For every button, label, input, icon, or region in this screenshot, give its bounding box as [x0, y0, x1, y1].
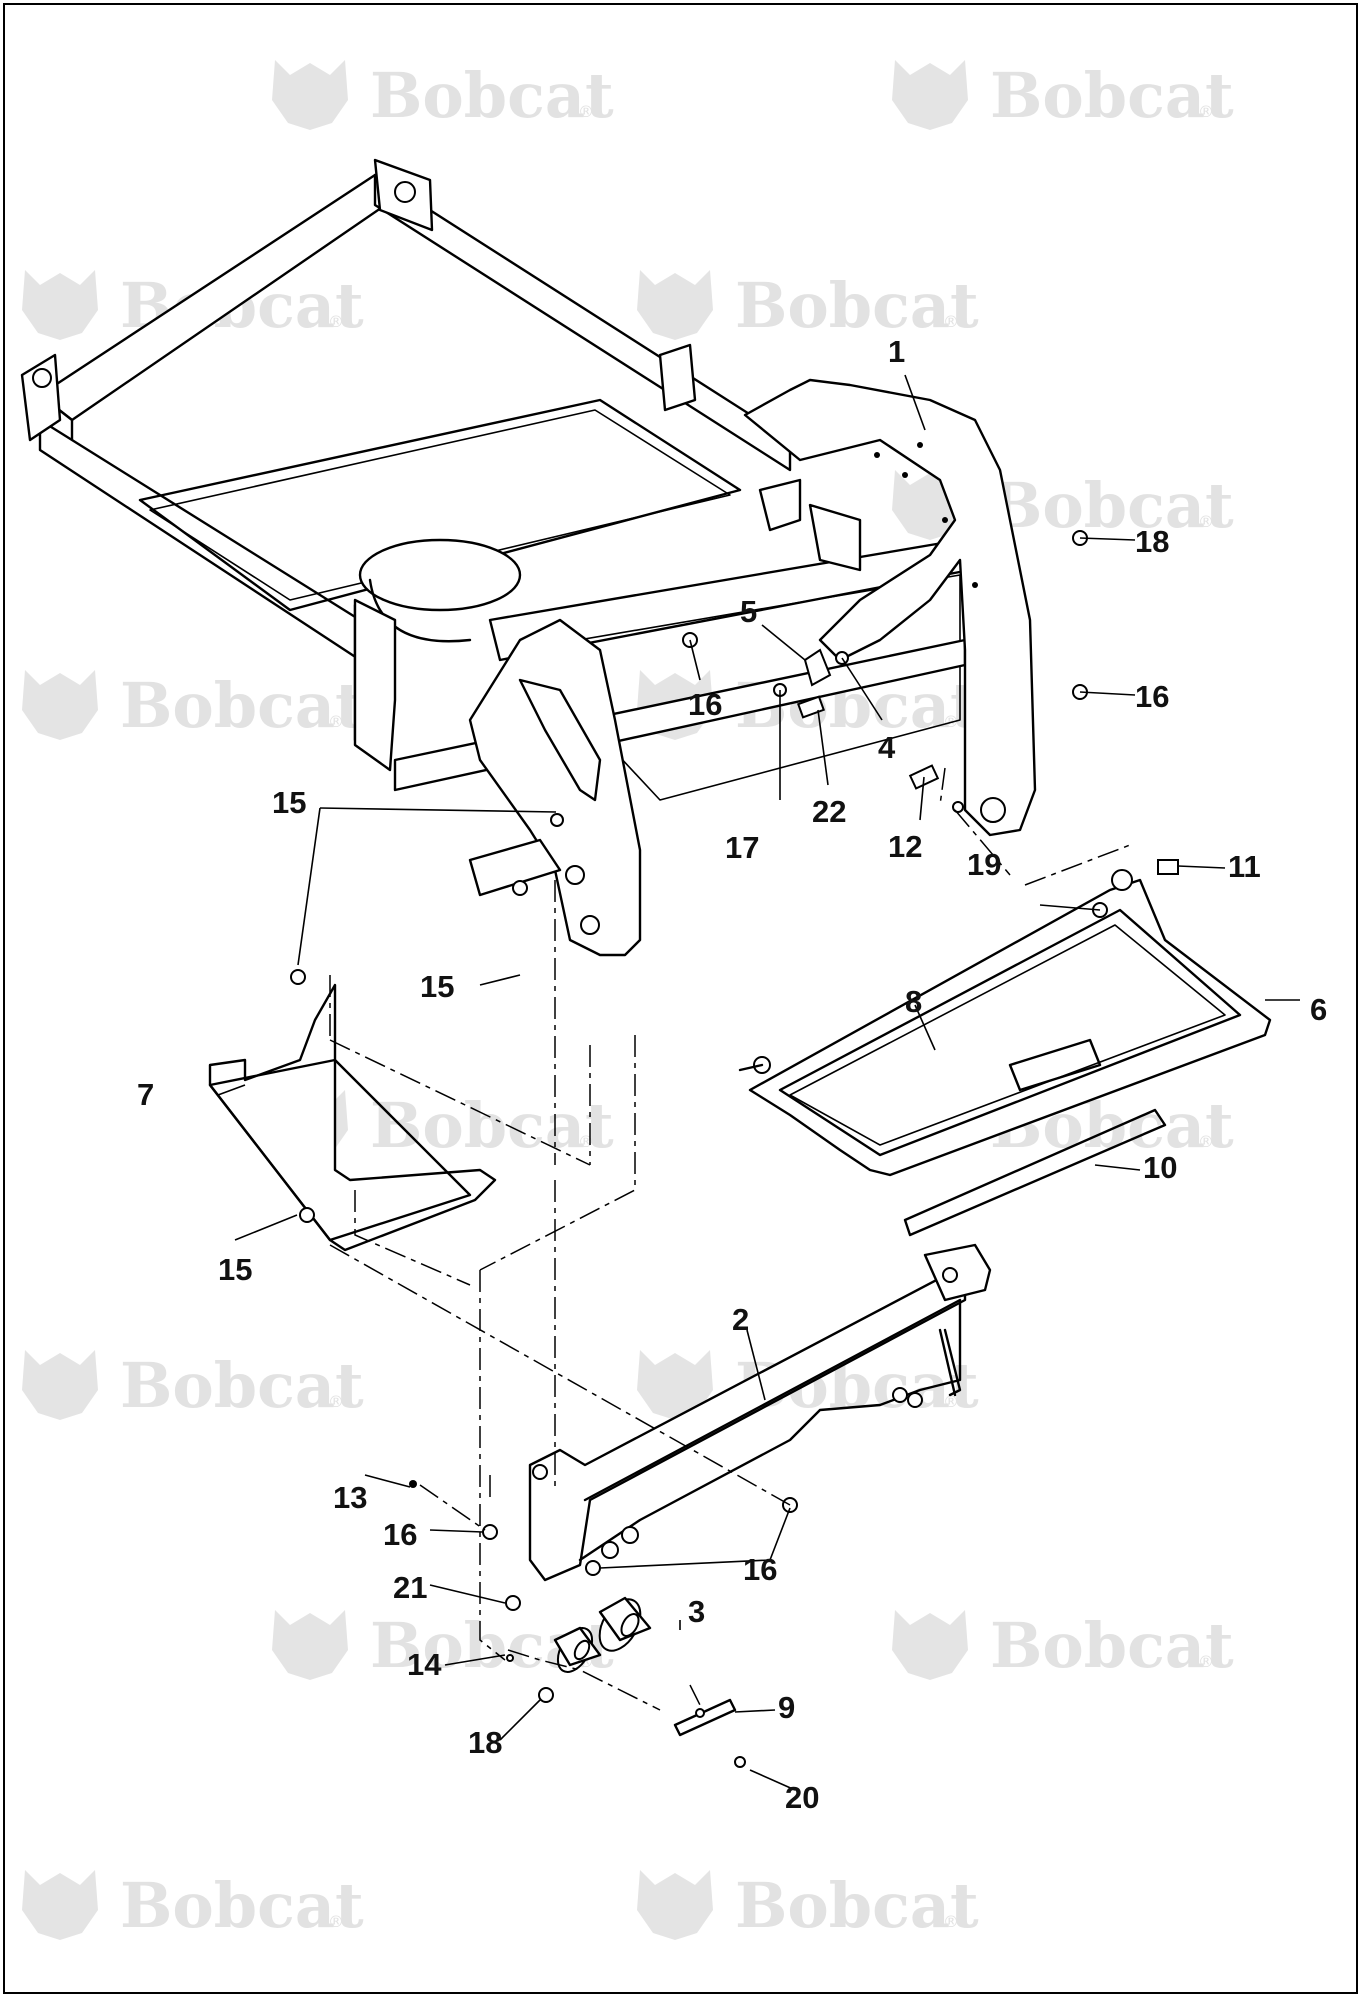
watermark-registered-mark: ®	[943, 1392, 959, 1411]
watermark-brand-text: Bobcat	[990, 469, 1234, 542]
watermark-registered-mark: ®	[578, 102, 594, 121]
callout-5: 5	[740, 594, 757, 629]
callout-14: 14	[407, 1647, 442, 1682]
callout-6: 6	[1310, 992, 1327, 1027]
axle-support-2	[528, 1243, 992, 1582]
watermark-logo: Bobcat®	[892, 1609, 1234, 1682]
callout-2: 2	[732, 1302, 749, 1337]
callout-10: 10	[1143, 1150, 1177, 1185]
watermark-brand-text: Bobcat	[735, 269, 979, 342]
callout-20: 20	[785, 1780, 819, 1815]
callout-7: 7	[137, 1077, 154, 1112]
callout-13: 13	[333, 1480, 367, 1515]
watermark-logo: Bobcat®	[22, 669, 364, 742]
diagram-frame	[3, 3, 1358, 1994]
watermark-brand-text: Bobcat	[990, 1609, 1234, 1682]
watermark-registered-mark: ®	[328, 1392, 344, 1411]
pad-10	[903, 1108, 1167, 1237]
watermark-registered-mark: ®	[328, 1912, 344, 1931]
watermark-brand-text: Bobcat	[370, 59, 614, 132]
watermark-registered-mark: ®	[1198, 1652, 1214, 1671]
shield-7	[208, 983, 497, 1252]
callout-15b: 15	[420, 969, 454, 1004]
callout-15c: 15	[218, 1252, 252, 1287]
watermark-brand-text: Bobcat	[990, 59, 1234, 132]
right-side-plate	[743, 378, 1037, 837]
callout-21: 21	[393, 1570, 427, 1605]
bobcat-logo-icon	[637, 1350, 713, 1420]
callout-17: 17	[725, 830, 759, 865]
watermark-layer: Bobcat®Bobcat®Bobcat®Bobcat®Bobcat®Bobca…	[22, 59, 1234, 1942]
watermark-registered-mark: ®	[1198, 102, 1214, 121]
watermark-logo: Bobcat®	[892, 469, 1234, 542]
watermark-brand-text: Bobcat	[370, 1089, 614, 1162]
bobcat-logo-icon	[892, 1610, 968, 1680]
bobcat-logo-icon	[22, 270, 98, 340]
callout-11: 11	[1228, 849, 1261, 884]
watermark-registered-mark: ®	[1198, 1132, 1214, 1151]
callout-12: 12	[888, 829, 922, 864]
bobcat-logo-icon	[637, 270, 713, 340]
callout-layer: 1234567891011121314151515161616161718181…	[137, 334, 1327, 1815]
callout-16d: 16	[743, 1552, 777, 1587]
watermark-registered-mark: ®	[1198, 512, 1214, 531]
left-side-plate	[468, 618, 642, 957]
watermark-brand-text: Bobcat	[120, 669, 364, 742]
bobcat-logo-icon	[22, 1350, 98, 1420]
callout-3: 3	[688, 1594, 705, 1629]
watermark-brand-text: Bobcat	[120, 1869, 364, 1942]
watermark-registered-mark: ®	[943, 1912, 959, 1931]
callout-16b: 16	[688, 687, 722, 722]
callout-19: 19	[967, 847, 1001, 882]
watermark-logo: Bobcat®	[892, 59, 1234, 132]
bobcat-logo-icon	[637, 1870, 713, 1940]
plate-9	[673, 1698, 737, 1737]
bobcat-logo-icon	[892, 60, 968, 130]
watermark-registered-mark: ®	[578, 1132, 594, 1151]
assembly-lines	[329, 767, 1131, 1711]
watermark-logo: Bobcat®	[272, 59, 614, 132]
callout-16c: 16	[383, 1517, 417, 1552]
watermark-registered-mark: ®	[328, 312, 344, 331]
watermark-logo: Bobcat®	[22, 1869, 364, 1942]
watermark-logo: Bobcat®	[637, 269, 979, 342]
callout-8: 8	[905, 984, 922, 1019]
watermark-brand-text: Bobcat	[120, 1349, 364, 1422]
bobcat-logo-icon	[272, 1610, 348, 1680]
callout-4: 4	[878, 730, 896, 765]
tray-6-8	[738, 869, 1272, 1177]
callout-18a: 18	[1135, 524, 1169, 559]
bobcat-logo-icon	[22, 1870, 98, 1940]
watermark-logo: Bobcat®	[637, 1869, 979, 1942]
callout-18b: 18	[468, 1725, 502, 1760]
bobcat-logo-icon	[272, 60, 348, 130]
watermark-registered-mark: ®	[328, 712, 344, 731]
callout-9: 9	[778, 1690, 795, 1725]
leader-lines	[217, 374, 1300, 1791]
callout-1: 1	[888, 334, 905, 369]
callout-22: 22	[812, 794, 846, 829]
watermark-logo: Bobcat®	[22, 1349, 364, 1422]
bobcat-logo-icon	[22, 670, 98, 740]
watermark-brand-text: Bobcat	[735, 1869, 979, 1942]
callout-16a: 16	[1135, 679, 1169, 714]
watermark-registered-mark: ®	[943, 312, 959, 331]
watermark-registered-mark: ®	[943, 712, 959, 731]
bushings-3	[553, 1596, 652, 1673]
callout-15a: 15	[272, 785, 306, 820]
